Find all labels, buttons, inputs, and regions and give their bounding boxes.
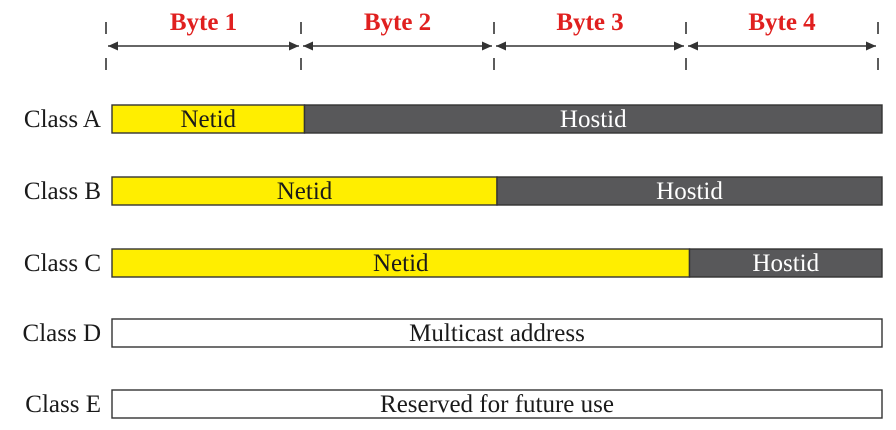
netid-segment-label: Netid bbox=[277, 178, 333, 205]
byte-label: Byte 3 bbox=[556, 9, 623, 36]
class-row: Class A Netid Hostid bbox=[24, 104, 883, 134]
hostid-segment-label: Hostid bbox=[752, 250, 819, 277]
plain-segment-label: Reserved for future use bbox=[380, 391, 614, 418]
class-label: Class B bbox=[24, 178, 101, 205]
class-label: Class A bbox=[24, 106, 101, 133]
byte-label: Byte 2 bbox=[364, 9, 431, 36]
class-label: Class C bbox=[24, 250, 101, 277]
class-row: Class E Reserved for future use bbox=[25, 389, 883, 419]
hostid-segment bbox=[303, 104, 883, 134]
hostid-segment bbox=[496, 176, 883, 206]
hostid-segment bbox=[688, 248, 883, 278]
hostid-segment-label: Hostid bbox=[656, 178, 723, 205]
class-row: Class D Multicast address bbox=[23, 318, 883, 348]
byte-label: Byte 4 bbox=[748, 9, 816, 36]
netid-segment-label: Netid bbox=[373, 250, 429, 277]
plain-segment bbox=[111, 389, 883, 419]
plain-segment bbox=[111, 318, 883, 348]
class-row: Class B Netid Hostid bbox=[24, 176, 883, 206]
byte-label: Byte 1 bbox=[170, 9, 237, 36]
hostid-segment-label: Hostid bbox=[560, 106, 627, 133]
class-row: Class C Netid Hostid bbox=[24, 248, 883, 278]
plain-segment-label: Multicast address bbox=[409, 320, 585, 347]
class-label: Class E bbox=[25, 391, 101, 418]
netid-segment-label: Netid bbox=[180, 106, 236, 133]
class-label: Class D bbox=[23, 320, 101, 347]
byte-scale: Byte 1 Byte 2 Byte 3 Byte 4 bbox=[105, 9, 879, 70]
